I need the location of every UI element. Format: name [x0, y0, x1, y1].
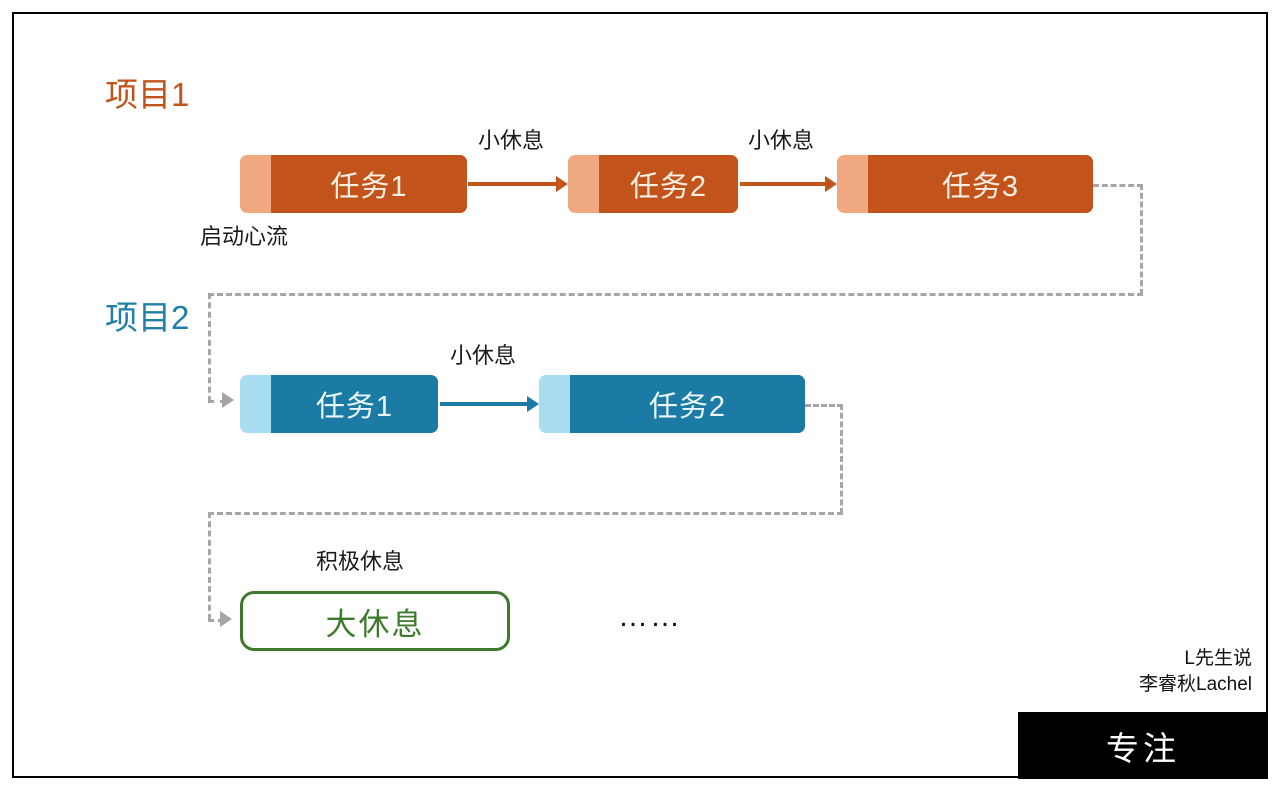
- big-rest-label: 大休息: [325, 606, 425, 642]
- task-body: 任务1: [271, 375, 438, 433]
- project-1-task-3-bar[interactable]: 任务3: [837, 155, 1093, 213]
- project-2-label: 项目2: [105, 299, 190, 336]
- dashed-link-1-segment-h-entry: [208, 400, 226, 403]
- dashed-link-1-segment-v-left: [208, 293, 211, 402]
- task-cap: [837, 155, 868, 213]
- arrow-shaft: [468, 182, 557, 186]
- active-rest-caption: 积极休息: [316, 549, 405, 574]
- project-1-arrow-1: [468, 176, 568, 192]
- project-2-task-1-bar[interactable]: 任务1: [240, 375, 438, 433]
- project-1-task-3-label: 任务3: [941, 171, 1020, 203]
- dashed-link-1-segment-v-right: [1140, 184, 1143, 295]
- focus-banner: 专注: [1018, 712, 1268, 779]
- project-2-arrow-1: [440, 396, 539, 412]
- attribution-line-1: L先生说: [1184, 648, 1252, 669]
- dashed-link-2-segment-h-top: [805, 404, 843, 407]
- task-body: 任务2: [570, 375, 805, 433]
- task-body: 任务1: [271, 155, 467, 213]
- flow-start-cap: [240, 155, 271, 213]
- project-1-break-label-1: 小休息: [478, 128, 545, 153]
- slide-border: [12, 12, 1268, 778]
- focus-banner-label: 专注: [1106, 729, 1180, 767]
- flow-start-note: 启动心流: [200, 224, 289, 249]
- task-cap: [539, 375, 570, 433]
- project-1-arrow-2: [740, 176, 837, 192]
- project-1-task-2-bar[interactable]: 任务2: [568, 155, 738, 213]
- project-1-break-label-2: 小休息: [748, 128, 815, 153]
- project-2-task-1-label: 任务1: [315, 391, 394, 423]
- arrow-head-icon: [527, 396, 539, 412]
- project-1-task-1-label: 任务1: [330, 171, 408, 203]
- dashed-link-2-segment-v-right: [840, 404, 843, 514]
- task-body: 任务3: [868, 155, 1093, 213]
- attribution-line-2: 李睿秋Lachel: [1139, 673, 1252, 695]
- dashed-link-2-segment-h-mid: [208, 512, 843, 515]
- dashed-link-2-arrow-head-icon: [220, 611, 232, 627]
- dashed-link-2-segment-v-left: [208, 512, 211, 620]
- task-cap: [240, 375, 271, 433]
- project-1-label: 项目1: [105, 76, 190, 113]
- attribution-block: L先生说 李睿秋Lachel: [1139, 646, 1252, 697]
- project-1-task-1-bar[interactable]: 任务1: [240, 155, 467, 213]
- big-rest-box[interactable]: 大休息: [240, 591, 510, 651]
- arrow-head-icon: [825, 176, 837, 192]
- arrow-head-icon: [556, 176, 568, 192]
- arrow-shaft: [440, 402, 528, 406]
- dashed-link-1-arrow-head-icon: [222, 392, 234, 408]
- arrow-shaft: [740, 182, 826, 186]
- dashed-link-1-segment-h-top: [1093, 184, 1143, 187]
- task-cap: [568, 155, 599, 213]
- dashed-link-1-segment-h-mid: [208, 293, 1143, 296]
- project-2-task-2-label: 任务2: [648, 391, 727, 423]
- dashed-link-2-segment-h-entry: [208, 619, 224, 622]
- project-2-break-label-1: 小休息: [450, 343, 517, 368]
- task-body: 任务2: [599, 155, 738, 213]
- project-2-task-2-bar[interactable]: 任务2: [539, 375, 805, 433]
- project-1-task-2-label: 任务2: [629, 171, 708, 203]
- continuation-ellipsis: ……: [618, 600, 682, 633]
